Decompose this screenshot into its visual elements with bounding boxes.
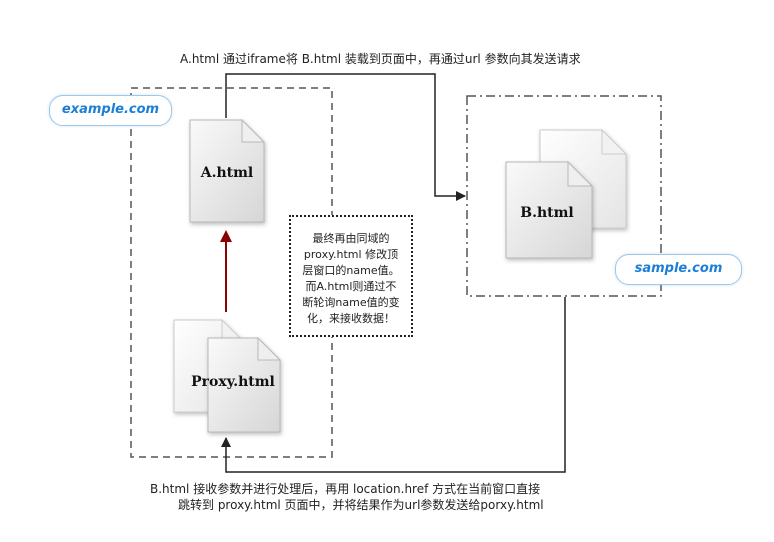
- note-line: 最终再由同域的: [312, 232, 390, 245]
- sample-domain-label: sample.com: [615, 254, 742, 285]
- note-line: 化，来接收数据！: [307, 312, 395, 325]
- bottom-caption-line2: 跳转到 proxy.html 页面中，并将结果作为url参数发送给porxy.h…: [178, 498, 544, 512]
- top-caption: A.html 通过iframe将 B.html 装载到页面中，再通过url 参数…: [180, 52, 581, 66]
- a-html-label: A.html: [200, 165, 254, 181]
- note-line: 层窗口的name值。: [302, 264, 400, 277]
- note-line: proxy.html 修改顶: [303, 248, 399, 261]
- note-line: 断轮询name值的变: [302, 296, 400, 309]
- redirect-connector: [221, 297, 566, 473]
- a-html-document: [189, 118, 266, 223]
- b-html-label: B.html: [520, 205, 573, 221]
- bottom-caption-line1: B.html 接收参数并进行处理后，再用 location.href 方式在当前…: [150, 482, 541, 496]
- sample-domain-box: [466, 95, 662, 297]
- explanation-note: 最终再由同域的 proxy.html 修改顶 层窗口的name值。 而A.htm…: [289, 215, 413, 337]
- iframe-load-connector: [225, 73, 466, 201]
- proxy-html-label: Proxy.html: [191, 374, 275, 390]
- b-html-document: [505, 160, 594, 259]
- example-domain-label: example.com: [49, 95, 172, 126]
- proxy-html-document: [207, 336, 282, 433]
- note-line: 而A.html则通过不: [305, 280, 397, 293]
